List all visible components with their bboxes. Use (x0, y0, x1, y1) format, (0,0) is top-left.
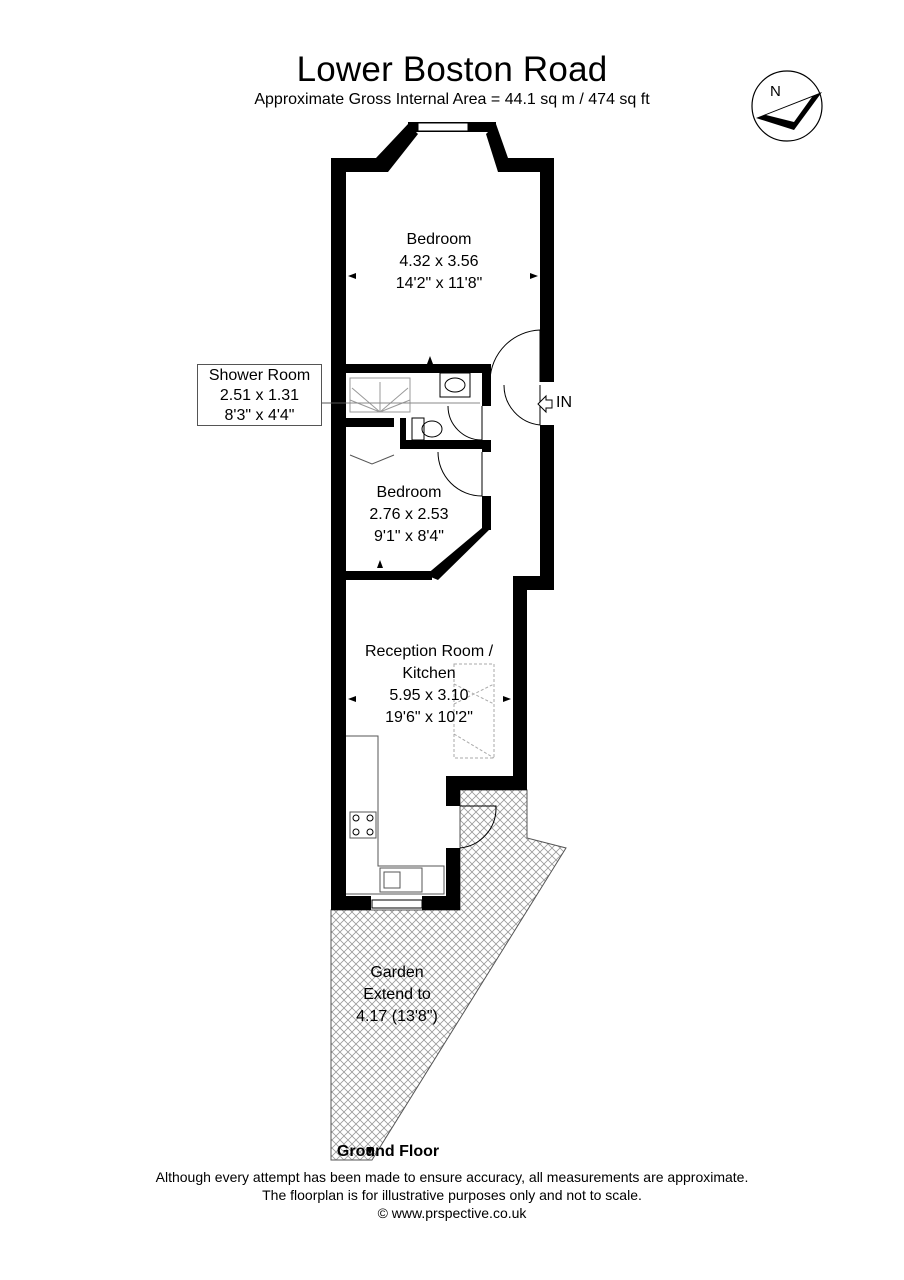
disclaimer-line-1: Although every attempt has been made to … (155, 1169, 749, 1185)
reception-kitchen-label: Reception Room / Kitchen 5.95 x 3.10 19'… (346, 641, 512, 729)
shower-room-name: Shower Room (208, 367, 311, 384)
garden-line2: Extend to (363, 986, 431, 1003)
entrance-label: IN (556, 394, 572, 411)
bedroom-2-metric: 2.76 x 2.53 (369, 506, 449, 523)
disclaimer-line-2: The floorplan is for illustrative purpos… (262, 1187, 642, 1203)
bedroom-1-imperial: 14'2" x 11'8" (395, 275, 483, 292)
gross-area-subtitle: Approximate Gross Internal Area = 44.1 s… (254, 91, 650, 108)
copyright-link[interactable]: © www.prspective.co.uk (377, 1205, 527, 1221)
reception-metric: 5.95 x 3.10 (389, 687, 469, 704)
walls (331, 122, 554, 910)
bedroom-1-label: Bedroom 4.32 x 3.56 14'2" x 11'8" (366, 229, 512, 295)
dimension-markers (348, 273, 538, 1155)
bedroom-2-label: Bedroom 2.76 x 2.53 9'1" x 8'4" (344, 482, 474, 548)
north-compass-icon: N (751, 70, 823, 142)
plan-title: Lower Boston Road (296, 50, 608, 89)
fixtures (344, 372, 495, 895)
shower-room-imperial: 8'3" x 4'4" (224, 407, 295, 424)
reception-name-line1: Reception Room / (364, 643, 494, 660)
reception-imperial: 19'6" x 10'2" (385, 709, 473, 726)
entrance-arrow-icon (537, 394, 553, 414)
garden-line3: 4.17 (13'8") (356, 1008, 438, 1025)
bedroom-2-name: Bedroom (376, 484, 442, 501)
reception-name-line2: Kitchen (402, 665, 456, 682)
compass-north-label: N (770, 83, 781, 100)
garden-label: Garden Extend to 4.17 (13'8") (322, 962, 472, 1028)
bedroom-1-name: Bedroom (406, 231, 472, 248)
garden-name: Garden (370, 964, 424, 981)
disclaimer: Although every attempt has been made to … (0, 1168, 904, 1222)
shower-room-label: Shower Room 2.51 x 1.31 8'3" x 4'4" (197, 364, 322, 426)
floor-title: Ground Floor (336, 1143, 440, 1160)
windows (371, 122, 469, 909)
bedroom-2-imperial: 9'1" x 8'4" (374, 528, 444, 545)
shower-room-metric: 2.51 x 1.31 (219, 387, 300, 404)
bedroom-1-metric: 4.32 x 3.56 (399, 253, 479, 270)
